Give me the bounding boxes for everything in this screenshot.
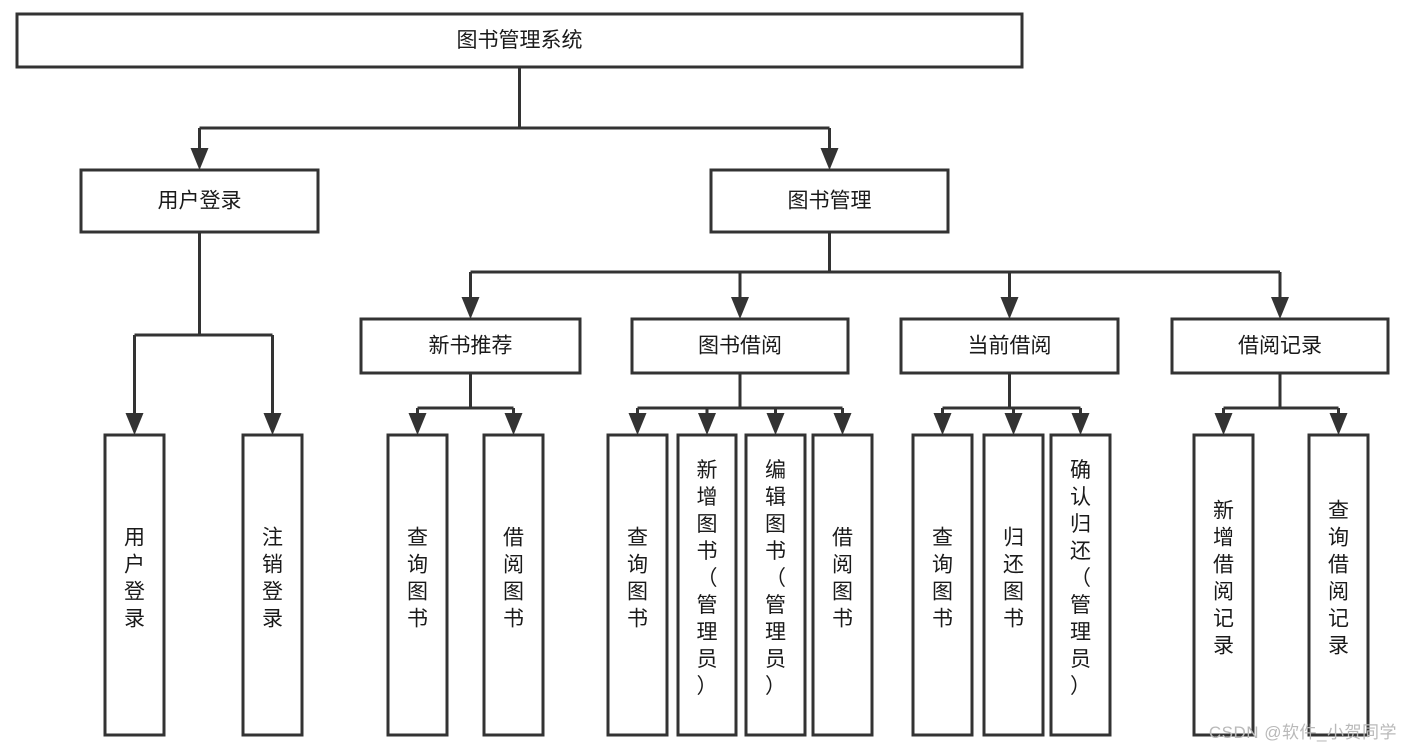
node-label: 图书管理	[788, 190, 872, 213]
node-label: 查询借阅记录	[1328, 500, 1349, 658]
node-leaf-user-login[interactable]: 用户登录	[103, 433, 166, 737]
csdn-watermark: CSDN @软件_小贺同学	[1208, 723, 1397, 742]
node-label: 图书借阅	[698, 335, 782, 358]
node-l-add-book[interactable]: 新增图书（管理员）	[676, 433, 738, 737]
node-leaf-user-logout[interactable]: 注销登录	[241, 433, 304, 737]
node-l-add-record[interactable]: 新增借阅记录	[1192, 433, 1255, 737]
arrow-head-icon	[731, 297, 749, 319]
node-borrow-record[interactable]: 借阅记录	[1170, 317, 1390, 375]
node-l-borrow-book-2[interactable]: 借阅图书	[811, 433, 874, 737]
node-box[interactable]	[15, 12, 1024, 69]
node-l-query-record[interactable]: 查询借阅记录	[1307, 433, 1370, 737]
node-box[interactable]	[899, 317, 1120, 375]
arrow-head-icon	[125, 413, 144, 435]
node-box[interactable]	[911, 433, 974, 737]
arrow-head-icon	[504, 413, 523, 435]
node-box[interactable]	[744, 433, 807, 737]
arrow-head-icon	[1004, 413, 1023, 435]
node-label: 借阅图书	[503, 527, 524, 631]
node-label: 归还图书	[1003, 527, 1024, 631]
node-box[interactable]	[79, 168, 320, 234]
node-label: 编辑图书（管理员）	[765, 459, 786, 698]
node-label: 查询图书	[407, 527, 428, 631]
node-box[interactable]	[359, 317, 582, 375]
node-label: 查询图书	[627, 527, 648, 631]
node-l-borrow-book-1[interactable]: 借阅图书	[482, 433, 545, 737]
node-label: 查询图书	[932, 527, 953, 631]
node-book-manage[interactable]: 图书管理	[709, 168, 950, 234]
connectors-layer	[125, 67, 1348, 435]
node-l-query-book-1[interactable]: 查询图书	[386, 433, 449, 737]
node-box[interactable]	[386, 433, 449, 737]
node-l-edit-book[interactable]: 编辑图书（管理员）	[744, 433, 807, 737]
node-l-query-book-3[interactable]: 查询图书	[911, 433, 974, 737]
node-box[interactable]	[811, 433, 874, 737]
node-box[interactable]	[1170, 317, 1390, 375]
nodes-layer: 图书管理系统用户登录图书管理新书推荐图书借阅当前借阅借阅记录用户登录注销登录查询…	[15, 12, 1390, 737]
arrow-head-icon	[698, 413, 716, 435]
node-label: 新增图书（管理员）	[697, 459, 718, 698]
arrow-head-icon	[1329, 413, 1348, 435]
arrow-head-icon	[1271, 297, 1289, 319]
node-label: 注销登录	[262, 527, 283, 631]
node-label: 确认归还（管理员）	[1070, 459, 1091, 698]
node-current-borrow[interactable]: 当前借阅	[899, 317, 1120, 375]
arrow-head-icon	[190, 148, 209, 170]
node-label: 用户登录	[158, 190, 242, 213]
arrow-head-icon	[408, 413, 427, 435]
node-box[interactable]	[482, 433, 545, 737]
node-label: 用户登录	[124, 527, 145, 631]
node-l-confirm-return[interactable]: 确认归还（管理员）	[1049, 433, 1112, 737]
arrow-head-icon	[820, 148, 839, 170]
node-box[interactable]	[241, 433, 304, 737]
node-box[interactable]	[1192, 433, 1255, 737]
node-label: 新增借阅记录	[1213, 500, 1234, 658]
node-box[interactable]	[676, 433, 738, 737]
node-label: 新书推荐	[429, 335, 513, 358]
node-label: 借阅记录	[1238, 335, 1322, 358]
node-box[interactable]	[982, 433, 1045, 737]
arrow-head-icon	[1000, 297, 1019, 319]
arrow-head-icon	[1071, 413, 1090, 435]
arrow-head-icon	[461, 297, 480, 319]
arrow-head-icon	[766, 413, 785, 435]
node-box[interactable]	[103, 433, 166, 737]
arrow-head-icon	[833, 413, 852, 435]
node-l-return-book[interactable]: 归还图书	[982, 433, 1045, 737]
arrow-head-icon	[1214, 413, 1233, 435]
node-root[interactable]: 图书管理系统	[15, 12, 1024, 69]
node-box[interactable]	[606, 433, 669, 737]
node-book-borrow[interactable]: 图书借阅	[630, 317, 850, 375]
node-label: 当前借阅	[968, 335, 1052, 358]
node-new-book-rec[interactable]: 新书推荐	[359, 317, 582, 375]
node-box[interactable]	[630, 317, 850, 375]
node-label: 借阅图书	[832, 527, 853, 631]
arrow-head-icon	[933, 413, 952, 435]
arrow-head-icon	[263, 413, 282, 435]
node-box[interactable]	[709, 168, 950, 234]
node-box[interactable]	[1307, 433, 1370, 737]
arrow-head-icon	[628, 413, 647, 435]
node-box[interactable]	[1049, 433, 1112, 737]
node-user-login[interactable]: 用户登录	[79, 168, 320, 234]
node-l-query-book-2[interactable]: 查询图书	[606, 433, 669, 737]
node-label: 图书管理系统	[457, 29, 583, 52]
